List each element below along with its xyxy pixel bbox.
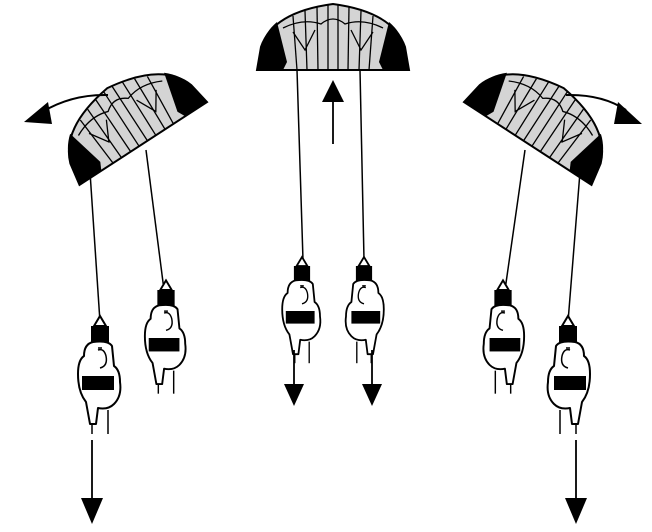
kite-icon [463, 45, 629, 186]
hand-with-handle-icon [546, 315, 591, 435]
arrow-icon [362, 350, 382, 406]
panel-steer-right [463, 45, 642, 524]
arrow-icon [284, 350, 304, 406]
hand-with-handle-icon [77, 315, 122, 435]
hand-with-handle-icon [143, 279, 187, 395]
arrow-icon [81, 440, 103, 524]
hand-with-handle-icon [482, 279, 526, 395]
hand-with-handle-icon [344, 256, 385, 365]
panel-neutral [256, 3, 410, 406]
hand-with-handle-icon [281, 256, 322, 365]
arrow-icon [565, 440, 587, 524]
kite-icon [42, 45, 208, 186]
kite-lines [296, 69, 365, 261]
arrow-up-icon [322, 80, 344, 144]
kite-lines [504, 149, 581, 323]
rotate-right-arrow-icon [565, 93, 642, 124]
rotate-left-arrow-icon [24, 93, 109, 124]
kite-lines [89, 149, 165, 323]
kite-icon [256, 3, 410, 71]
panel-steer-left [24, 45, 208, 524]
